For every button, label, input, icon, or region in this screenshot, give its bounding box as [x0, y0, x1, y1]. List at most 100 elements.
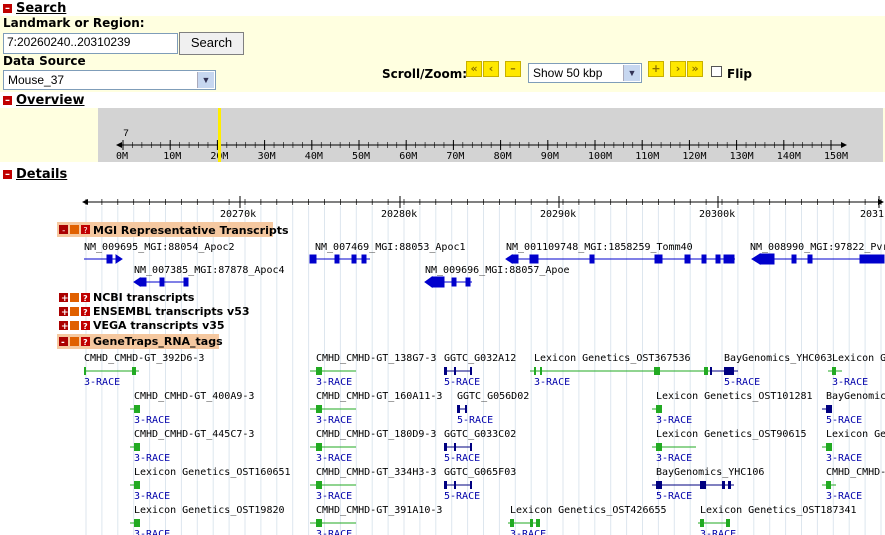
- race-label: 3-RACE: [656, 415, 692, 426]
- race-label: 3-RACE: [134, 415, 170, 426]
- search-section-header[interactable]: – Search: [3, 0, 66, 16]
- zoom-select[interactable]: Show 50 kbp ▼: [528, 63, 642, 83]
- race-label: 5-RACE: [444, 491, 480, 502]
- details-panel[interactable]: 20270k 20280k 20290k 20300k 2031 - ? MGI…: [0, 182, 885, 535]
- trap-feature: CMHD_CMHD-GT_392D6-3 3-RACE: [84, 353, 204, 388]
- zoom-in-icon[interactable]: +: [648, 61, 664, 77]
- race-label: 5-RACE: [457, 415, 493, 426]
- trap-feature: CMHD_CMHD-GT_334H3-33-RACE: [310, 467, 436, 502]
- details-section-header[interactable]: – Details: [3, 166, 67, 182]
- zoom-out-icon[interactable]: –: [505, 61, 521, 77]
- trap-label: Lexicon Genetics_OST187341: [700, 505, 857, 516]
- datasource-select[interactable]: Mouse_37 ▼: [3, 70, 216, 90]
- trap-label: GGTC_G033C02: [444, 429, 516, 440]
- flip-checkbox[interactable]: [711, 66, 722, 77]
- gene-label: NM_008990_MGI:97822_Pvr: [750, 242, 885, 253]
- gene-label: NM_007385_MGI:87878_Apoc4: [134, 265, 285, 276]
- scroll-right-far-icon[interactable]: »: [687, 61, 703, 77]
- trap-label: CMHD_CMHD-: [826, 467, 885, 478]
- race-label: 3-RACE: [534, 377, 570, 388]
- svg-text:?: ?: [83, 308, 88, 317]
- trap-label: CMHD_CMHD-GT_392D6-3: [84, 353, 204, 364]
- race-label: 3-RACE: [700, 529, 736, 535]
- scrollzoom-label: Scroll/Zoom:: [382, 67, 468, 81]
- search-button[interactable]: Search: [179, 32, 244, 55]
- trap-feature: CMHD_CMHD-GT_180D9-33-RACE: [310, 429, 436, 464]
- flip-label: Flip: [727, 67, 753, 81]
- trap-label: Lexicon Genetics_OST19820: [134, 505, 285, 516]
- search-panel: Landmark or Region: 7:20260240..20310239…: [0, 16, 885, 92]
- current-region-marker: [218, 108, 221, 162]
- overview-tick-label: 130M: [730, 151, 754, 162]
- race-label: 3-RACE: [832, 377, 868, 388]
- overview-tick-label: 150M: [824, 151, 848, 162]
- overview-section-title[interactable]: Overview: [16, 92, 85, 108]
- overview-panel: 7 0M10M20M30M40M50M60M70M80M90M100M110M1…: [0, 108, 885, 162]
- overview-chromosome-panel[interactable]: 7 0M10M20M30M40M50M60M70M80M90M100M110M1…: [98, 108, 883, 162]
- svg-text:-: -: [61, 338, 65, 348]
- track-name-mgi: MGI Representative Transcripts: [93, 224, 289, 237]
- ruler-label-20270k: 20270k: [220, 209, 256, 220]
- trap-label: GGTC_G032A12: [444, 353, 516, 364]
- trap-label: GGTC_G065F03: [444, 467, 516, 478]
- trap-feature: CMHD_CMHD-GT_391A10-33-RACE: [310, 505, 442, 535]
- trap-label: Lexicon Genetics_OST101281: [656, 391, 813, 402]
- svg-text:-: -: [61, 226, 66, 236]
- race-label: 5-RACE: [656, 491, 692, 502]
- rss-icon: [70, 293, 79, 302]
- overview-tick-label: 30M: [258, 151, 276, 162]
- details-section-title[interactable]: Details: [16, 166, 68, 182]
- trap-label: CMHD_CMHD-GT_391A10-3: [316, 505, 442, 516]
- trap-feature: CMHD_CMHD- 3-RACE: [822, 467, 885, 502]
- ruler-label-20300k: 20300k: [699, 209, 735, 220]
- trap-feature: GGTC_G065F03 5-RACE: [444, 467, 516, 502]
- race-label: 3-RACE: [134, 529, 170, 535]
- trap-label: BayGenomics_YHC063: [724, 353, 832, 364]
- svg-text:?: ?: [83, 322, 88, 331]
- collapse-icon[interactable]: –: [3, 2, 12, 14]
- trap-label: CMHD_CMHD-GT_400A9-3: [134, 391, 254, 402]
- chevron-down-icon[interactable]: ▼: [197, 72, 214, 88]
- scroll-right-icon[interactable]: ›: [670, 61, 686, 77]
- trap-label: BayGenomics_YHC106: [656, 467, 764, 478]
- trap-feature: CMHD_CMHD-GT_445C7-33-RACE: [130, 429, 254, 464]
- overview-tick-label: 60M: [399, 151, 417, 162]
- chevron-down-icon[interactable]: ▼: [623, 65, 640, 81]
- race-label: 3-RACE: [316, 453, 352, 464]
- collapse-icon[interactable]: –: [3, 94, 12, 106]
- svg-text:?: ?: [83, 338, 88, 347]
- race-label: 3-RACE: [84, 377, 120, 388]
- trap-feature: CMHD_CMHD-GT_160A11-33-RACE: [310, 391, 442, 426]
- gene-label: NM_007469_MGI:88053_Apoc1: [315, 242, 466, 253]
- trap-feature: Lexicon G3-RACE: [828, 353, 885, 388]
- trap-feature: CMHD_CMHD-GT_138G7-33-RACE: [310, 353, 436, 388]
- landmark-input[interactable]: 7:20260240..20310239: [3, 33, 178, 54]
- trap-label: Lexicon Genetics_OST160651: [134, 467, 291, 478]
- race-label: 3-RACE: [316, 415, 352, 426]
- overview-section-header[interactable]: – Overview: [3, 92, 85, 108]
- datasource-value: Mouse_37: [8, 73, 65, 87]
- race-label: 3-RACE: [316, 491, 352, 502]
- help-icon: [81, 337, 90, 346]
- help-icon: [81, 307, 90, 316]
- search-section-title[interactable]: Search: [16, 0, 67, 16]
- overview-tick-label: 140M: [777, 151, 801, 162]
- race-label: 3-RACE: [826, 491, 862, 502]
- overview-tick-label: 90M: [541, 151, 559, 162]
- svg-text:+: +: [61, 322, 69, 332]
- gene-label: NM_009696_MGI:88057_Apoe: [425, 265, 570, 276]
- race-label: 3-RACE: [656, 453, 692, 464]
- mgi-track-header-bg: [57, 222, 273, 237]
- trap-label: CMHD_CMHD-GT_445C7-3: [134, 429, 254, 440]
- race-label: 3-RACE: [316, 377, 352, 388]
- collapse-icon[interactable]: –: [3, 168, 12, 180]
- scroll-left-far-icon[interactable]: «: [466, 61, 482, 77]
- track-name-genetraps: GeneTraps_RNA_tags: [93, 335, 223, 348]
- overview-tick-label: 110M: [635, 151, 659, 162]
- overview-tick-label: 100M: [588, 151, 612, 162]
- scroll-left-icon[interactable]: ‹: [483, 61, 499, 77]
